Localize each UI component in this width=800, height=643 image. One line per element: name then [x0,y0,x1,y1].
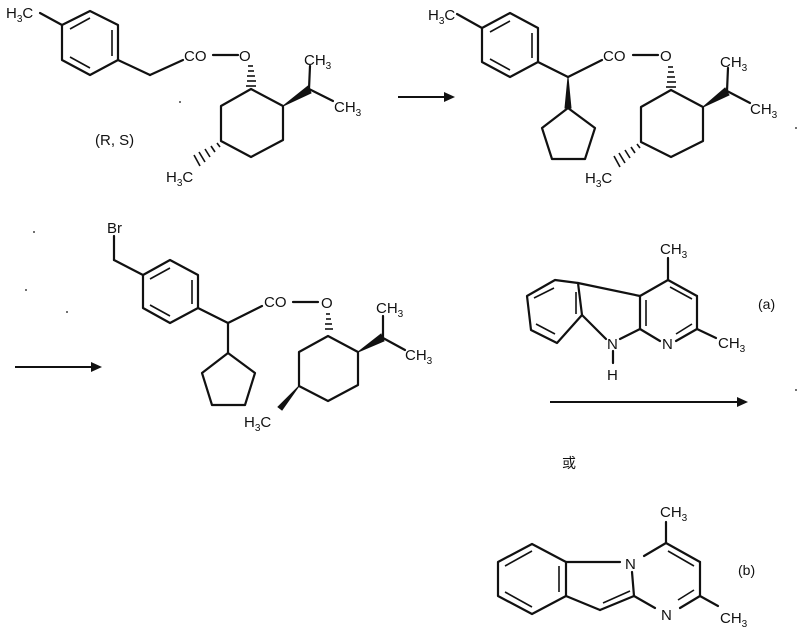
ester-co-label: CO [184,48,207,65]
intermediate-2: Br CO O CH3 CH3 H3C [107,220,433,434]
ch3-label: CH3 [720,610,748,630]
reagent-a: CH3 CH3 N H N (a) [525,241,775,384]
start-material: H3C CO O CH3 CH3 H3C (R, S) [6,5,362,189]
reagent-a-tag: (a) [758,296,775,312]
methyl-label: H3C [6,5,33,25]
reagent-b-tag: (b) [738,562,755,578]
nh-hydrogen-label: H [607,367,618,384]
reagent-b: CH3 CH3 N N (b) [496,504,755,630]
ester-o-label: O [660,48,672,65]
reaction-arrow-3 [550,397,748,407]
hashed-bond [666,66,676,88]
isopropyl-ch3-label: CH3 [750,101,778,121]
intermediate-1: H3C CO O CH3 CH3 H3C [428,7,778,190]
nh-nitrogen-label: N [607,336,618,353]
ester-o-label: O [321,295,333,312]
pyridine-n-label: N [662,336,673,353]
ester-co-label: CO [603,48,626,65]
ring-methyl-label: H3C [166,169,193,189]
bridge-n-label: N [625,556,636,573]
ring-methyl-label: H3C [585,170,612,190]
methyl-label: H3C [428,7,455,27]
ch3-label: CH3 [660,241,688,261]
reaction-arrow-1 [398,92,455,102]
isopropyl-ch3-label: CH3 [405,347,433,367]
ring-methyl-label: H3C [244,414,271,434]
hashed-bond [325,313,333,330]
scan-noise [25,101,797,391]
hashed-bond [246,65,256,87]
ester-o-label: O [239,48,251,65]
isopropyl-ch3-label: CH3 [304,52,332,72]
ester-co-label: CO [264,294,287,311]
hashed-bond [613,143,641,168]
isopropyl-ch3-label: CH3 [376,300,404,320]
isopropyl-ch3-label: CH3 [334,99,362,119]
or-connector: 或 [562,455,576,471]
ch3-label: CH3 [660,504,688,524]
isopropyl-ch3-label: CH3 [720,54,748,74]
stereo-label: (R, S) [95,132,134,149]
bromo-label: Br [107,220,122,237]
reaction-arrow-2 [15,362,102,372]
hashed-bond [193,142,221,167]
ch3-label: CH3 [718,335,746,355]
ring-n-label: N [661,607,672,624]
